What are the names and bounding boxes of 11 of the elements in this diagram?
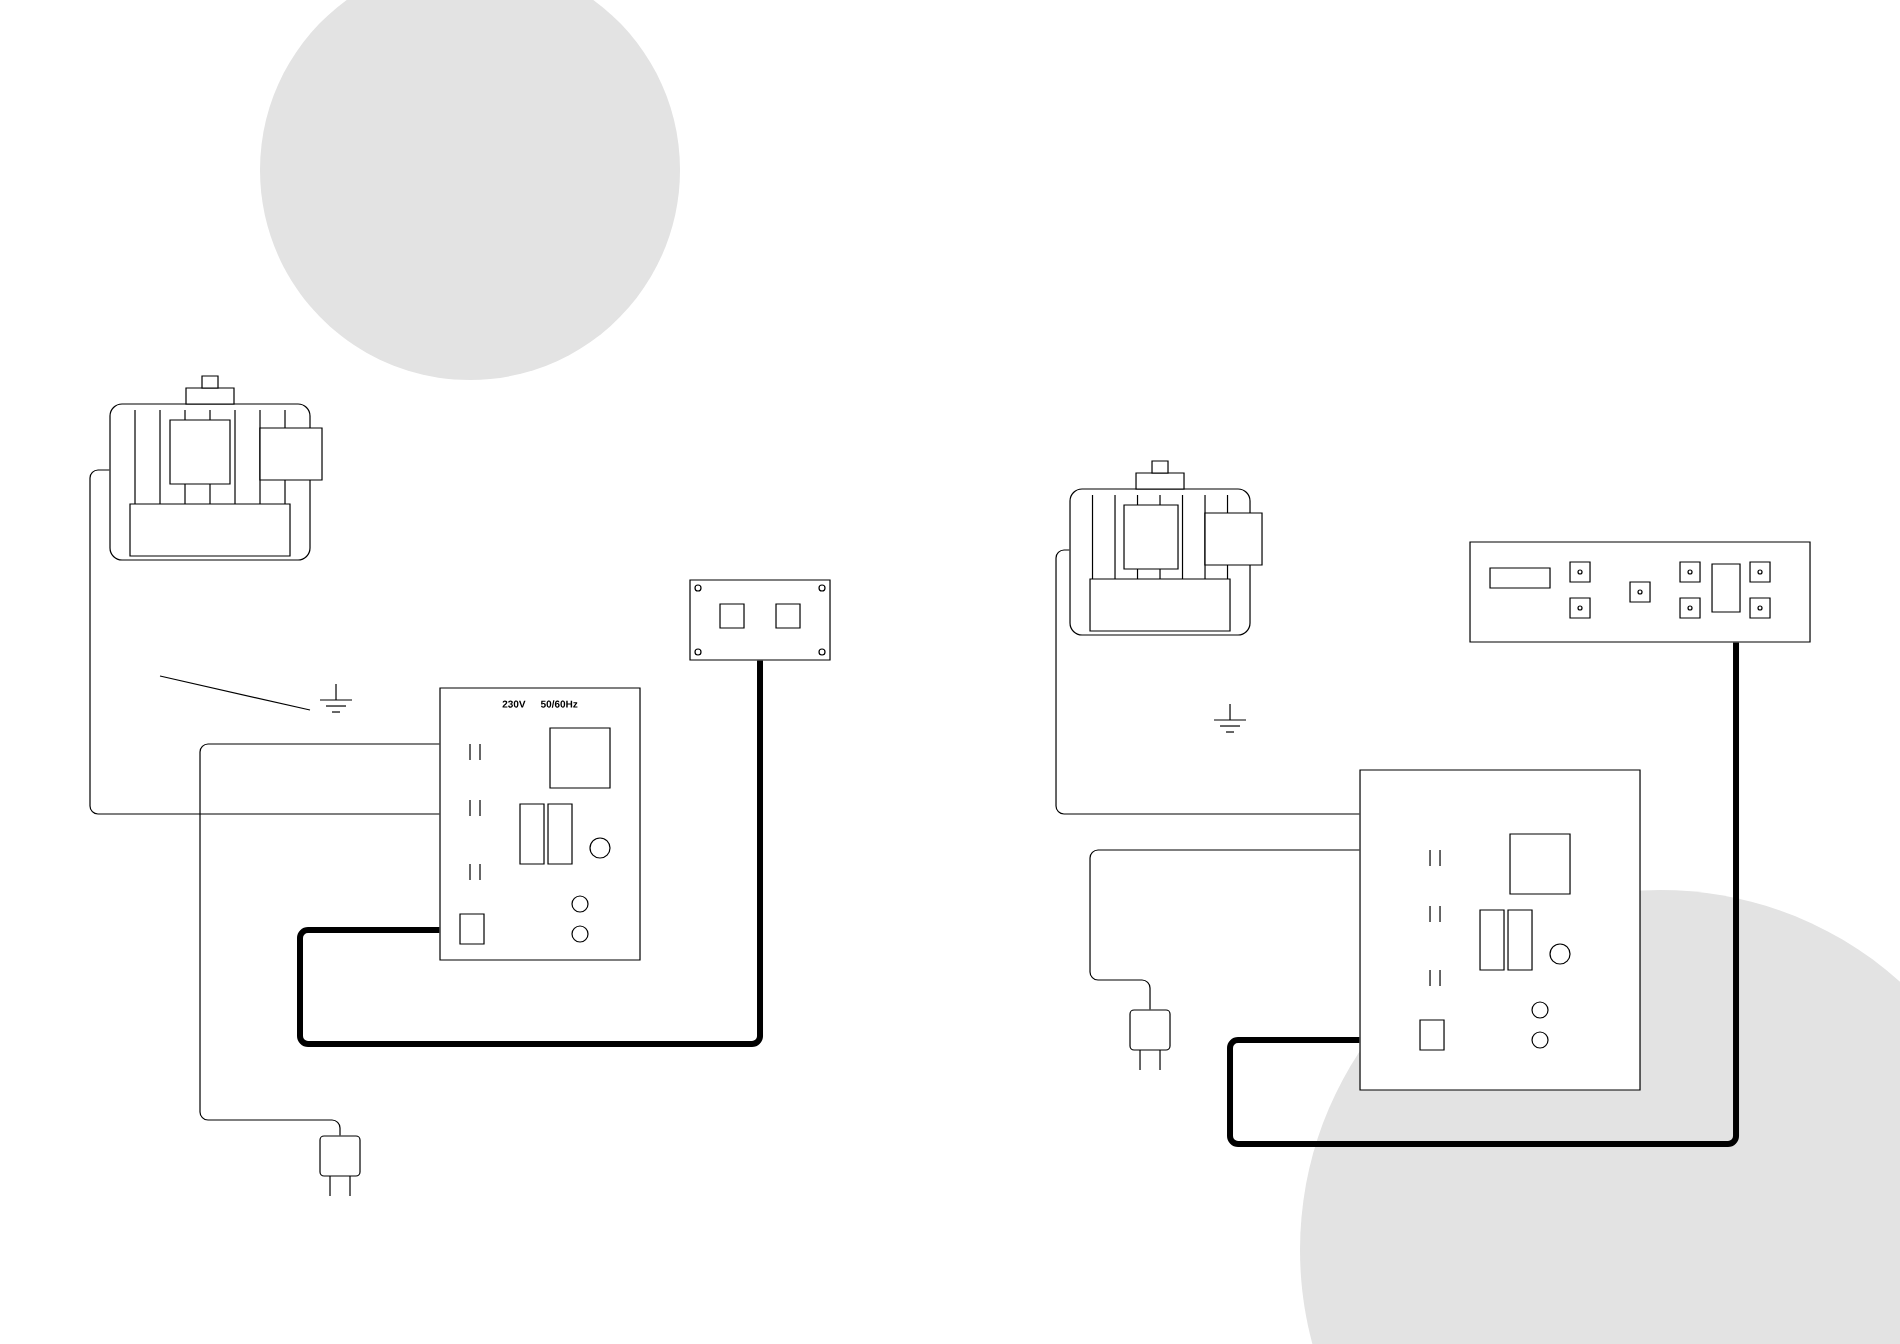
motor-drawing	[1069, 460, 1263, 636]
plug-drawing	[1129, 1009, 1171, 1071]
cable	[1227, 642, 1739, 1147]
circuit-board	[1359, 769, 1641, 1091]
cable	[199, 743, 440, 1136]
motor-drawing	[109, 375, 323, 561]
control-panel-drawing	[689, 579, 831, 661]
cable	[1089, 849, 1360, 1010]
cable	[297, 660, 763, 1047]
display-panel-drawing	[1469, 541, 1811, 643]
plug-drawing	[319, 1135, 361, 1197]
